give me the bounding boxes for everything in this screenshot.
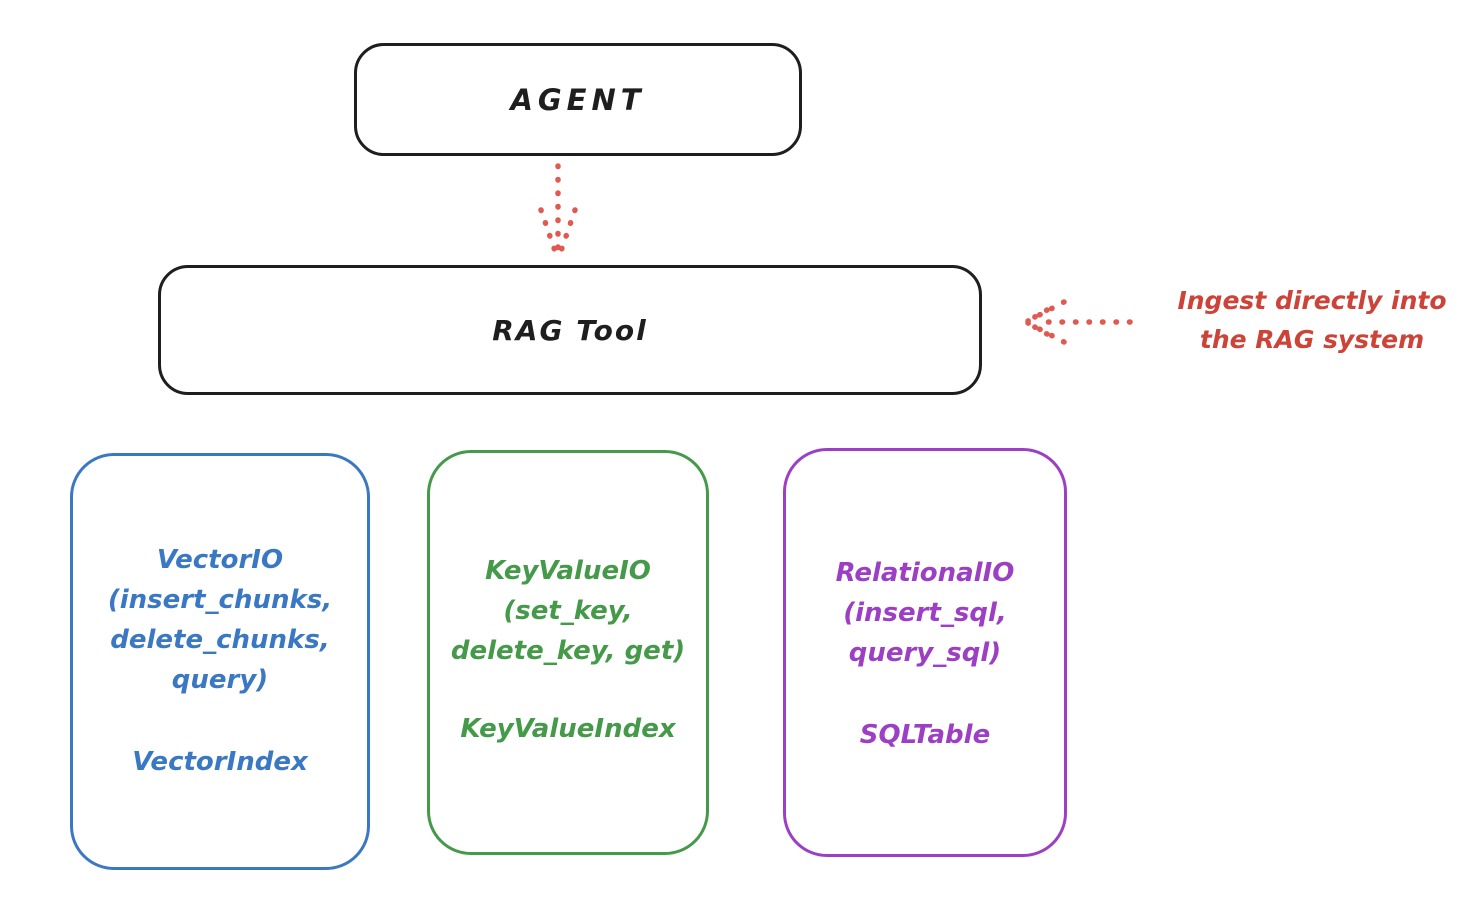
agent-node: AGENT [354, 43, 802, 156]
ingest-annotation-line1: Ingest directly into [1177, 286, 1447, 315]
keyvalue-io-node: KeyValueIO (set_key, delete_key, get) Ke… [427, 450, 709, 855]
dotted-arrow-left-icon [1023, 299, 1133, 345]
keyvalue-index-label: KeyValueIndex [460, 714, 676, 744]
vector-io-line: query) [171, 665, 269, 695]
rag-tool-node: RAG Tool [158, 265, 982, 395]
keyvalue-io-line: delete_key, get) [450, 636, 686, 666]
keyvalue-io-line: (set_key, [503, 596, 633, 626]
keyvalue-io-line: KeyValueIO [485, 556, 651, 586]
relational-io-line: RelationalIO [835, 558, 1015, 588]
relational-io-line: (insert_sql, [843, 598, 1007, 628]
vector-io-node: VectorIO (insert_chunks, delete_chunks, … [70, 453, 370, 870]
vector-io-text: VectorIO (insert_chunks, delete_chunks, … [73, 456, 367, 782]
rag-tool-label: RAG Tool [492, 313, 648, 347]
relational-io-node: RelationalIO (insert_sql, query_sql) SQL… [783, 448, 1067, 857]
relational-io-text: RelationalIO (insert_sql, query_sql) SQL… [786, 451, 1064, 755]
vector-index-label: VectorIndex [132, 747, 308, 777]
ingest-annotation: Ingest directly into the RAG system [1140, 281, 1484, 359]
vector-io-line: (insert_chunks, [107, 585, 333, 615]
dotted-arrow-down-icon [538, 163, 578, 257]
agent-label: AGENT [510, 82, 646, 117]
sql-table-label: SQLTable [859, 720, 991, 750]
relational-io-line: query_sql) [848, 638, 1002, 668]
vector-io-line: delete_chunks, [110, 625, 330, 655]
ingest-annotation-line2: the RAG system [1199, 325, 1425, 354]
vector-io-line: VectorIO [156, 545, 284, 575]
keyvalue-io-text: KeyValueIO (set_key, delete_key, get) Ke… [430, 453, 706, 749]
